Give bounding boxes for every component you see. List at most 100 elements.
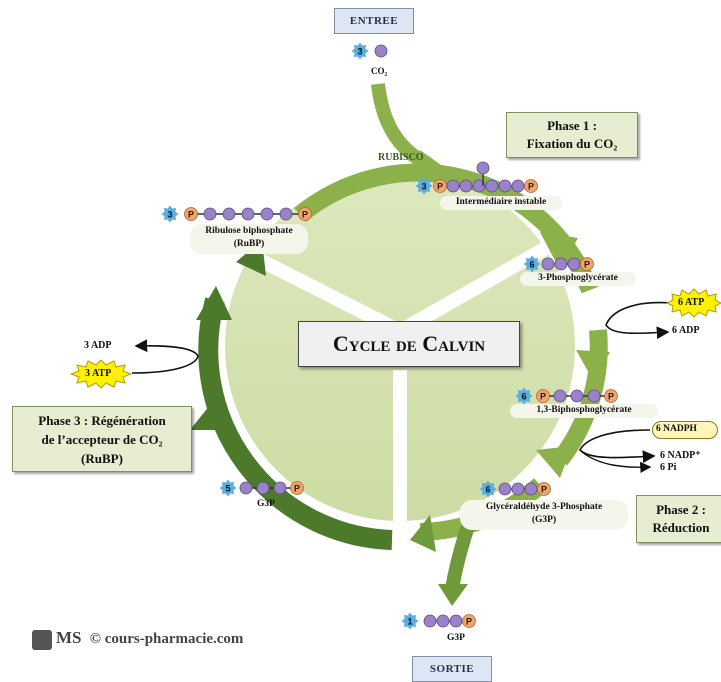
bpg-badge bbox=[515, 387, 533, 405]
intermediate-phosphate-label: P bbox=[528, 182, 534, 192]
pga-carbon bbox=[541, 257, 555, 271]
intermediate-phosphate bbox=[433, 179, 447, 193]
rubisco-label: Rubisco bbox=[378, 152, 424, 163]
footer: MS © cours-pharmacie.com bbox=[32, 628, 244, 650]
g3p-cycle-carbon bbox=[498, 482, 512, 496]
footer-logo-text: MS bbox=[56, 628, 82, 647]
g3p-out-badge bbox=[401, 612, 419, 630]
co2-carbon bbox=[374, 44, 388, 58]
phase1-line2: Fixation du CO₂ bbox=[526, 136, 618, 151]
g3p-regen-carbon bbox=[273, 481, 287, 495]
nadph-label: 6 NADPH bbox=[656, 424, 697, 434]
g3p-out-phosphate-label: P bbox=[466, 617, 472, 627]
intermediate-carbon bbox=[498, 179, 512, 193]
pga-count: 6 bbox=[529, 260, 534, 270]
g3p-out-carbon bbox=[449, 614, 463, 628]
bpg-phosphate-label: P bbox=[540, 392, 546, 402]
atp-left-label: 3 ATP bbox=[85, 368, 112, 379]
g3p-cycle-carbon bbox=[524, 482, 538, 496]
g3p-cycle-badge bbox=[479, 480, 497, 498]
g3p-out-count: 1 bbox=[407, 617, 412, 627]
intermediate-label: Intermédiaire instable bbox=[455, 197, 547, 207]
logo-icon bbox=[32, 630, 52, 650]
pga-phosphate-label: P bbox=[584, 260, 590, 270]
arrowhead-to-bpg bbox=[576, 350, 610, 382]
rubp-count: 3 bbox=[167, 210, 172, 220]
g3p-regen-badge bbox=[219, 479, 237, 497]
pi-curve bbox=[581, 451, 652, 473]
rubp-badge bbox=[161, 205, 179, 223]
rubp-phosphate-label: P bbox=[188, 210, 194, 220]
footer-text: © cours-pharmacie.com bbox=[89, 631, 244, 647]
arrowhead-to-g3p bbox=[536, 446, 572, 478]
bpg-carbon bbox=[553, 389, 567, 403]
co2-entry-arrowhead bbox=[418, 150, 448, 182]
g3p-regen-phosphate bbox=[290, 481, 304, 495]
bpg-phosphate-label: P bbox=[608, 392, 614, 402]
phase3-box: Phase 3 : Régénération de l’accepteur de… bbox=[12, 406, 192, 472]
g3p-cycle-label-1: Glycéraldéhyde 3-Phosphate bbox=[485, 502, 603, 512]
pga-badge bbox=[523, 255, 541, 273]
g3p-cycle-count: 6 bbox=[485, 485, 490, 495]
g3p-regen-phosphate-label: P bbox=[294, 484, 300, 494]
bpg-carbon bbox=[587, 389, 601, 403]
intermediate-badge bbox=[415, 177, 433, 195]
rubp-phosphate-label: P bbox=[302, 210, 308, 220]
pi-label: 6 Pi bbox=[660, 462, 677, 473]
arrowhead-regen-1 bbox=[190, 400, 228, 430]
rubp-carbon bbox=[241, 207, 255, 221]
g3p-cycle-label-2: (G3P) bbox=[531, 515, 557, 525]
atp-right-label: 6 ATP bbox=[678, 297, 705, 308]
intermediate-extra-carbon bbox=[476, 161, 490, 175]
phase3-line3: (RuBP) bbox=[81, 451, 123, 466]
g3p-cycle-carbon bbox=[511, 482, 525, 496]
intermediate-carbon bbox=[511, 179, 525, 193]
rubp-label-1: Ribulose biphosphate bbox=[205, 226, 293, 236]
atp-curve-right bbox=[605, 301, 673, 340]
nadph-oval bbox=[652, 421, 718, 439]
g3p-output-arrowhead bbox=[438, 584, 468, 606]
nadph-curve bbox=[579, 429, 656, 464]
atp-curve-left bbox=[131, 339, 199, 374]
intermediate-phosphate-label: P bbox=[437, 182, 443, 192]
phase-dividers bbox=[236, 233, 564, 530]
phase3-line2: de l’accepteur de CO₂ bbox=[41, 432, 163, 447]
nadp-label: 6 NADP⁺ bbox=[660, 450, 701, 461]
arrowhead-regen-2 bbox=[196, 286, 232, 320]
rubp-carbon bbox=[260, 207, 274, 221]
g3p-out-label: G3P bbox=[447, 633, 465, 643]
pga-carbon bbox=[567, 257, 581, 271]
atp-starburst-left bbox=[70, 359, 132, 389]
g3p-regen-label: G3P bbox=[257, 499, 275, 509]
pga-label: 3-Phosphoglycérate bbox=[538, 273, 618, 283]
co2-label: CO₂ bbox=[371, 66, 388, 76]
sortie-box: Sortie bbox=[412, 656, 492, 682]
phase2-line1: Phase 2 : bbox=[656, 502, 706, 517]
atp-starburst-right bbox=[666, 288, 721, 318]
bpg-carbon bbox=[570, 389, 584, 403]
rubp-phosphate bbox=[184, 207, 198, 221]
bpg-phosphate bbox=[536, 389, 550, 403]
intermediate-count: 3 bbox=[421, 182, 426, 192]
bpg-label: 1,3-Biphosphoglycérate bbox=[536, 405, 632, 415]
intermediate-carbon bbox=[459, 179, 473, 193]
intermediate-carbon bbox=[446, 179, 460, 193]
g3p-regen-carbon bbox=[239, 481, 253, 495]
g3p-cycle-phosphate-label: P bbox=[541, 485, 547, 495]
bpg-phosphate bbox=[604, 389, 618, 403]
intermediate-phosphate bbox=[524, 179, 538, 193]
pga-carbon bbox=[554, 257, 568, 271]
adp-right-label: 6 ADP bbox=[672, 325, 700, 336]
phase3-line1: Phase 3 : Régénération bbox=[38, 413, 166, 428]
entree-box: Entree bbox=[334, 8, 414, 34]
intermediate-carbon bbox=[472, 179, 486, 193]
phase1-box: Phase 1 : Fixation du CO₂ bbox=[506, 112, 638, 158]
g3p-regen-count: 5 bbox=[225, 484, 230, 494]
co2-count: 3 bbox=[357, 47, 362, 57]
cycle-title: Cycle de Calvin bbox=[298, 321, 520, 367]
g3p-cycle-phosphate bbox=[537, 482, 551, 496]
rubp-carbon bbox=[279, 207, 293, 221]
phase2-box: Phase 2 : Réduction bbox=[636, 495, 721, 543]
phase2-line2: Réduction bbox=[652, 520, 710, 535]
